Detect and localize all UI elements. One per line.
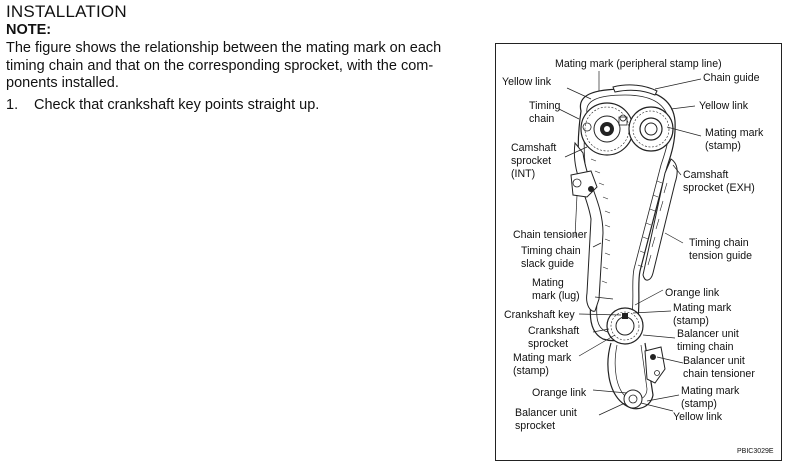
label-camshaft-int: sprocket [511, 155, 551, 167]
paragraph-line: timing chain and that on the correspondi… [6, 57, 434, 74]
label-mating-stamp-mid: (stamp) [673, 315, 709, 327]
figure-code: PBIC3029E [737, 448, 774, 455]
label-camshaft-int: (INT) [511, 168, 535, 180]
label-balancer-tensioner: Balancer unit [683, 355, 745, 367]
figure-frame [495, 43, 782, 461]
label-camshaft-exh: sprocket (EXH) [683, 182, 755, 194]
label-slack-guide: Timing chain [521, 245, 581, 257]
label-camshaft-int: Camshaft [511, 142, 556, 154]
label-slack-guide: slack guide [521, 258, 574, 270]
step-number: 1. [6, 97, 19, 113]
balancer-chain [607, 342, 654, 410]
leader-lines [558, 71, 702, 416]
label-balancer-chain: Balancer unit [677, 328, 739, 340]
figure-labels: Mating mark (peripheral stamp line) Yell… [502, 58, 774, 455]
label-mating-lug: mark (lug) [532, 290, 580, 302]
section-heading: INSTALLATION [6, 2, 127, 21]
label-mating-lug: Mating [532, 277, 564, 289]
label-mating-stamp-mid: Mating mark [673, 302, 732, 314]
label-balancer-chain: timing chain [677, 341, 734, 353]
tension-guide [642, 158, 678, 281]
balancer-unit-sprocket [623, 389, 643, 409]
label-tension-guide: tension guide [689, 250, 752, 262]
label-tension-guide: Timing chain [689, 237, 749, 249]
camshaft-sprocket-exh [628, 106, 674, 152]
label-yellow-link-right: Yellow link [699, 100, 749, 112]
step-1: 1. Check that crankshaft key points strai… [6, 97, 319, 113]
label-mating-stamp-top: (stamp) [705, 140, 741, 152]
label-crankshaft-sprocket: Crankshaft [528, 325, 579, 337]
timing-chain-diagram: Mating mark (peripheral stamp line) Yell… [495, 43, 782, 461]
label-balancer-tensioner: chain tensioner [683, 368, 755, 380]
label-mating-stamp-left: (stamp) [513, 365, 549, 377]
slack-guide [573, 141, 604, 312]
label-mating-stamp-top: Mating mark [705, 127, 764, 139]
paragraph-line: ponents installed. [6, 75, 119, 91]
label-yellow-link-left: Yellow link [502, 76, 552, 88]
label-mating-stamp-bottom: Mating mark [681, 385, 740, 397]
label-chain-guide: Chain guide [703, 72, 760, 84]
label-orange-link-top: Orange link [665, 287, 720, 299]
label-chain-tensioner: Chain tensioner [513, 229, 588, 241]
label-mating-stamp-left: Mating mark [513, 352, 572, 364]
label-timing-chain: Timing [529, 100, 561, 112]
chain-tensioner [570, 170, 598, 198]
label-camshaft-exh: Camshaft [683, 169, 728, 181]
balancer-chain-tensioner [644, 346, 666, 384]
label-crankshaft-key: Crankshaft key [504, 309, 575, 321]
crankshaft-sprocket [606, 307, 644, 345]
label-balancer-sprocket: sprocket [515, 420, 555, 432]
label-orange-link-bottom: Orange link [532, 387, 587, 399]
chain-guide [612, 84, 658, 96]
camshaft-sprocket-int [580, 102, 634, 156]
label-yellow-link-bottom: Yellow link [673, 411, 723, 423]
label-crankshaft-sprocket: sprocket [528, 338, 568, 350]
label-balancer-sprocket: Balancer unit [515, 407, 577, 419]
label-timing-chain: chain [529, 113, 554, 125]
timing-chain-figure: Mating mark (peripheral stamp line) Yell… [495, 43, 782, 461]
note-label: NOTE: [6, 22, 52, 38]
paragraph-line: The figure shows the relationship betwee… [6, 40, 442, 56]
tension-guide-ribs [647, 182, 668, 266]
step-text: Check that crankshaft key points straigh… [34, 97, 320, 113]
chain-link-hatch-right [637, 180, 663, 268]
note-paragraph: The figure shows the relationship betwee… [6, 40, 490, 93]
label-mating-stamp-bottom: (stamp) [681, 398, 717, 410]
label-mating-peripheral: Mating mark (peripheral stamp line) [555, 58, 722, 70]
